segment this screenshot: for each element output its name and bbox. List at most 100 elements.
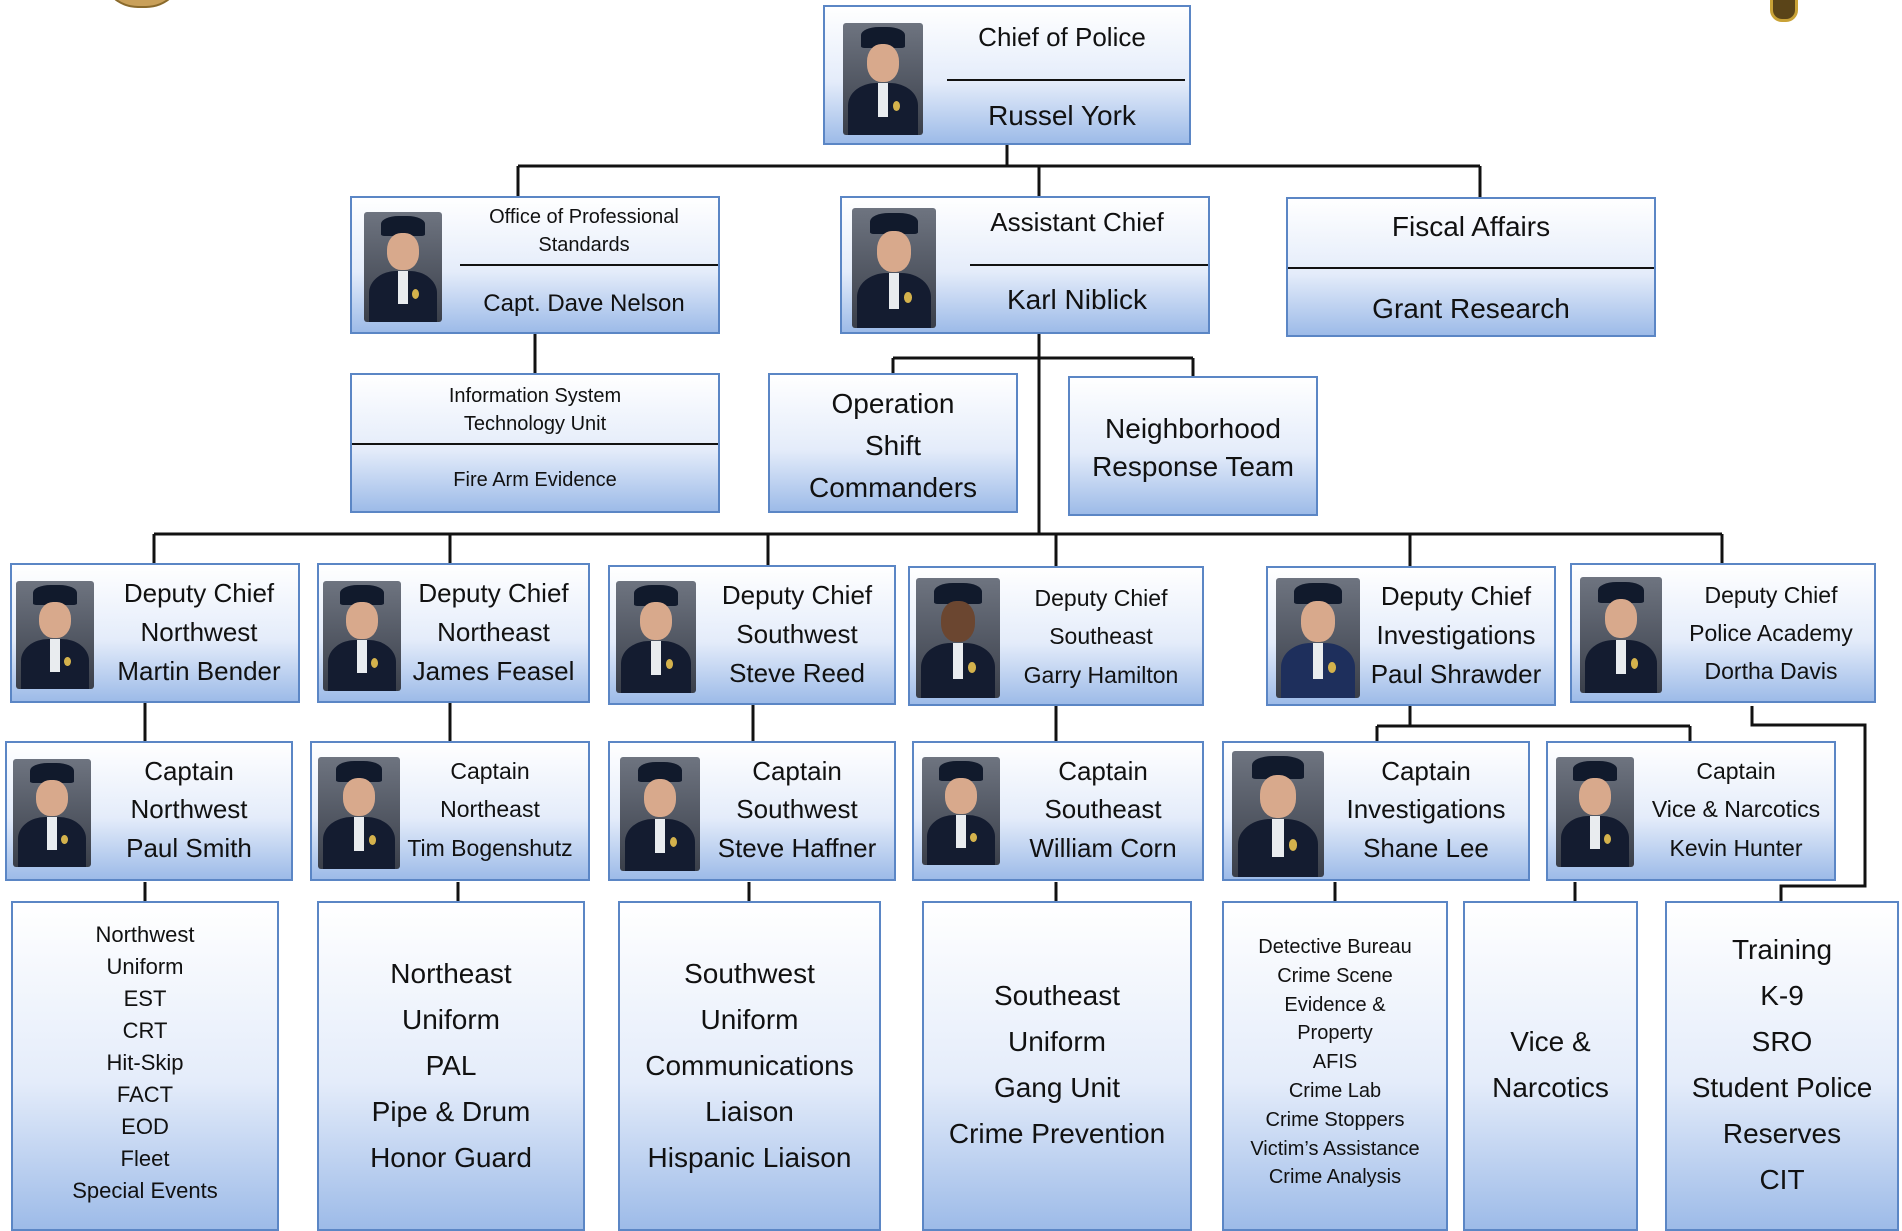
captain-investigations-box: Captain Investigations Shane Lee bbox=[1222, 741, 1530, 881]
captain-name: Kevin Hunter bbox=[1669, 835, 1803, 861]
unit-item: CIT bbox=[1759, 1164, 1805, 1195]
deputy-chief-northeast-photo bbox=[323, 581, 401, 691]
fiscal-affairs-box: Fiscal Affairs Grant Research bbox=[1286, 197, 1656, 337]
professional-standards-title-line1: Office of Professional bbox=[489, 206, 679, 228]
deputy-chief-northwest-photo bbox=[16, 581, 94, 689]
professional-standards-box: Office of Professional Standards Capt. D… bbox=[350, 196, 720, 334]
neighborhood-response-line1: Neighborhood bbox=[1105, 413, 1281, 444]
unit-box-southeast: Southeast Uniform Gang Unit Crime Preven… bbox=[922, 901, 1192, 1231]
unit-box-police-academy: Training K-9 SRO Student Police Reserves… bbox=[1665, 901, 1899, 1231]
deputy-chief-southeast-box: Deputy Chief Southeast Garry Hamilton bbox=[908, 566, 1204, 706]
deputy-title: Deputy Chief bbox=[1034, 585, 1168, 611]
information-system-line1: Information System bbox=[448, 385, 622, 407]
unit-box-southwest: Southwest Uniform Communications Liaison… bbox=[618, 901, 881, 1231]
deputy-name: Martin Bender bbox=[117, 656, 281, 686]
unit-box-northwest: Northwest Uniform EST CRT Hit-Skip FACT … bbox=[11, 901, 279, 1231]
chief-title: Chief of Police bbox=[978, 22, 1146, 52]
assistant-chief-name: Karl Niblick bbox=[1006, 284, 1148, 315]
captain-name: Tim Bogenshutz bbox=[407, 835, 573, 861]
unit-item: SRO bbox=[1751, 1026, 1813, 1057]
captain-area: Northwest bbox=[130, 794, 248, 824]
unit-item: Fleet bbox=[120, 1146, 170, 1171]
unit-item: Gang Unit bbox=[993, 1072, 1121, 1103]
chief-of-police-box: Chief of Police Russel York bbox=[823, 5, 1191, 145]
unit-item: Vice & bbox=[1510, 1026, 1591, 1057]
unit-list: Detective Bureau Crime Scene Evidence & … bbox=[1224, 933, 1446, 1192]
deputy-title: Deputy Chief bbox=[418, 578, 569, 608]
captain-southeast-box: Captain Southeast William Corn bbox=[912, 741, 1204, 881]
unit-list: Vice & Narcotics bbox=[1465, 1019, 1636, 1111]
deputy-chief-southwest-photo bbox=[616, 581, 696, 693]
unit-item: Crime Scene bbox=[1277, 964, 1393, 987]
deputy-name: Paul Shrawder bbox=[1370, 659, 1542, 689]
right-logo bbox=[1770, 0, 1798, 22]
professional-standards-photo bbox=[364, 212, 442, 322]
chief-name: Russel York bbox=[988, 100, 1136, 131]
assistant-chief-divider bbox=[970, 264, 1208, 266]
deputy-area: Northwest bbox=[140, 617, 258, 647]
unit-item: Victim’s Assistance bbox=[1250, 1137, 1420, 1160]
captain-southwest-box: Captain Southwest Steve Haffner bbox=[608, 741, 896, 881]
unit-list: Northwest Uniform EST CRT Hit-Skip FACT … bbox=[13, 919, 277, 1207]
captain-investigations-photo bbox=[1232, 751, 1324, 877]
unit-item: Crime Lab bbox=[1288, 1079, 1382, 1102]
information-system-divider bbox=[352, 443, 718, 445]
fiscal-affairs-divider bbox=[1288, 267, 1654, 269]
unit-item: Student Police bbox=[1691, 1072, 1873, 1103]
unit-item: EST bbox=[123, 986, 167, 1011]
operation-shift-line3: Commanders bbox=[808, 472, 978, 503]
captain-northeast-box: Captain Northeast Tim Bogenshutz bbox=[310, 741, 590, 881]
deputy-title: Deputy Chief bbox=[123, 578, 275, 608]
deputy-chief-southwest-box: Deputy Chief Southwest Steve Reed bbox=[608, 565, 896, 705]
captain-area: Northeast bbox=[440, 796, 540, 822]
unit-list: Southeast Uniform Gang Unit Crime Preven… bbox=[924, 973, 1190, 1157]
unit-item: Hispanic Liaison bbox=[647, 1142, 852, 1173]
captain-northwest-photo bbox=[13, 759, 91, 867]
captain-area: Southwest bbox=[736, 794, 858, 824]
unit-item: Crime Stoppers bbox=[1265, 1108, 1405, 1131]
operation-shift-commanders-box: Operation Shift Commanders bbox=[768, 373, 1018, 513]
unit-list: Southwest Uniform Communications Liaison… bbox=[620, 951, 879, 1181]
deputy-title: Deputy Chief bbox=[721, 580, 873, 610]
unit-item: Pipe & Drum bbox=[371, 1096, 531, 1127]
assistant-chief-title: Assistant Chief bbox=[990, 207, 1164, 237]
deputy-name: Steve Reed bbox=[729, 658, 865, 688]
captain-area: Vice & Narcotics bbox=[1651, 796, 1821, 822]
unit-item: K-9 bbox=[1760, 980, 1804, 1011]
unit-item: FACT bbox=[116, 1082, 174, 1107]
professional-standards-name: Capt. Dave Nelson bbox=[483, 290, 685, 317]
professional-standards-title-line2: Standards bbox=[538, 234, 630, 256]
captain-vice-narcotics-photo bbox=[1556, 757, 1634, 867]
unit-item: Crime Prevention bbox=[948, 1118, 1166, 1149]
unit-item: Training bbox=[1731, 934, 1833, 965]
unit-box-northeast: Northeast Uniform PAL Pipe & Drum Honor … bbox=[317, 901, 585, 1231]
assistant-chief-photo bbox=[852, 208, 936, 328]
deputy-chief-northeast-box: Deputy Chief Northeast James Feasel bbox=[317, 563, 590, 703]
unit-item: Narcotics bbox=[1492, 1072, 1609, 1103]
unit-item: CRT bbox=[122, 1018, 168, 1043]
captain-southeast-photo bbox=[922, 757, 1000, 865]
captain-area: Investigations bbox=[1346, 794, 1506, 824]
neighborhood-response-team-box: Neighborhood Response Team bbox=[1068, 376, 1318, 516]
operation-shift-line1: Operation bbox=[831, 388, 955, 419]
unit-item: Uniform bbox=[401, 1004, 500, 1035]
information-system-line2: Technology Unit bbox=[463, 413, 607, 435]
deputy-area: Southeast bbox=[1049, 623, 1153, 649]
unit-list: Training K-9 SRO Student Police Reserves… bbox=[1667, 927, 1897, 1203]
unit-item: Southeast bbox=[993, 980, 1121, 1011]
unit-item: Detective Bureau bbox=[1258, 936, 1412, 958]
deputy-chief-investigations-box: Deputy Chief Investigations Paul Shrawde… bbox=[1266, 566, 1556, 706]
unit-item: Liaison bbox=[705, 1096, 794, 1127]
deputy-chief-investigations-photo bbox=[1276, 578, 1360, 698]
professional-standards-divider bbox=[460, 264, 718, 266]
neighborhood-response-line2: Response Team bbox=[1092, 451, 1294, 482]
captain-title: Captain bbox=[1381, 756, 1471, 786]
captain-area: Southeast bbox=[1044, 794, 1162, 824]
captain-title: Captain bbox=[450, 758, 530, 784]
fiscal-affairs-label: Fiscal Affairs bbox=[1391, 211, 1551, 242]
chief-photo bbox=[843, 23, 923, 135]
unit-item: Crime Analysis bbox=[1268, 1166, 1402, 1189]
unit-item: Honor Guard bbox=[370, 1142, 532, 1173]
unit-box-vice-narcotics: Vice & Narcotics bbox=[1463, 901, 1638, 1231]
